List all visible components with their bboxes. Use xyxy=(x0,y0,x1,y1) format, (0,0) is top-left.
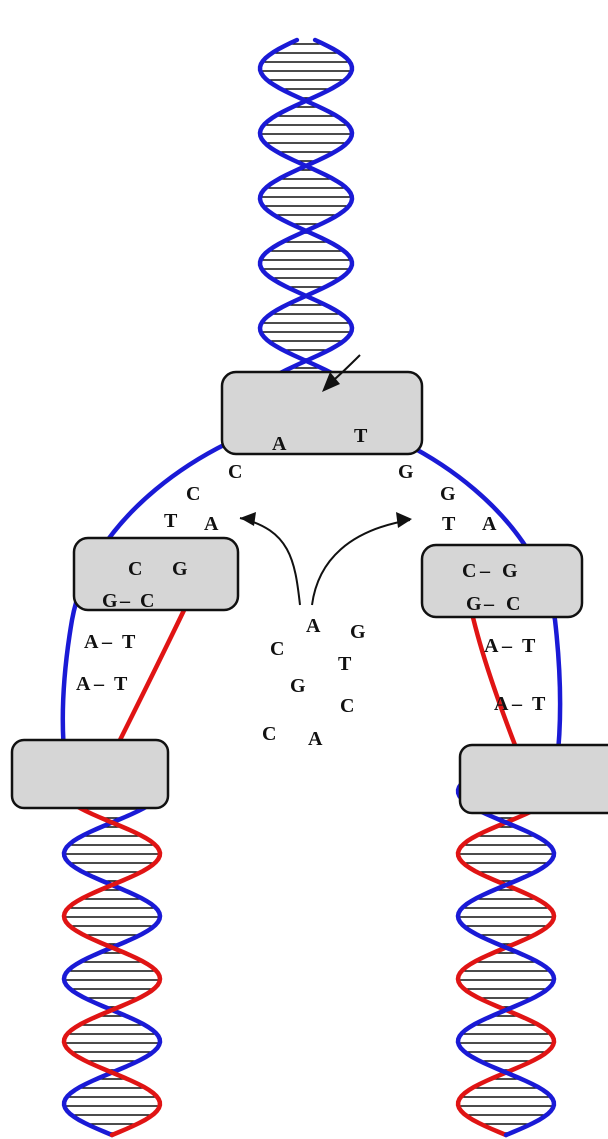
left-pair-4-a: A xyxy=(76,673,91,695)
arrowhead-left xyxy=(240,512,256,526)
free-nucleotide-8: A xyxy=(308,728,323,750)
right-pair-4: A – T xyxy=(494,693,546,715)
left-pair-2: G – C xyxy=(102,590,154,612)
polymerase-left-enzyme xyxy=(72,536,240,612)
fork-base-left-4: T xyxy=(164,510,178,532)
left-pair-3-a: A xyxy=(84,631,99,653)
right-pair-1-a: C xyxy=(462,560,476,582)
fork-base-right-1: T xyxy=(354,425,368,447)
left-pair-1: C G xyxy=(128,558,188,580)
right-pair-2-b: C xyxy=(506,593,520,615)
right-pair-1-dash: – xyxy=(479,560,491,582)
right-pair-2-a: G xyxy=(466,593,482,615)
fork-base-right-5: A xyxy=(482,513,497,535)
left-pair-4-b: T xyxy=(114,673,128,695)
fork-base-left-1: A xyxy=(272,433,287,455)
right-pair-2-dash: – xyxy=(483,593,495,615)
right-pair-2: G – C xyxy=(466,593,520,615)
polymerase-right-enzyme xyxy=(420,543,584,619)
free-nucleotide-2: G xyxy=(350,621,366,643)
left-pair-2-b: C xyxy=(140,590,154,612)
left-pair-2-dash: – xyxy=(119,590,131,612)
right-pair-3-a: A xyxy=(484,635,499,657)
right-pair-4-b: T xyxy=(532,693,546,715)
left-pair-3-b: T xyxy=(122,631,136,653)
free-nucleotide-4: T xyxy=(338,653,352,675)
left-pair-4-dash: – xyxy=(93,673,105,695)
fork-base-left-2: C xyxy=(228,461,242,483)
daughter-helix-left-strand-b xyxy=(61,757,163,1138)
fork-base-right-4: T xyxy=(442,513,456,535)
free-nucleotide-7: C xyxy=(262,723,276,745)
helicase-enzyme xyxy=(220,370,424,456)
free-nucleotide-1: A xyxy=(306,615,321,637)
arrowhead-right xyxy=(396,512,412,528)
fork-base-left-5: A xyxy=(204,513,219,535)
right-pair-1: C – G xyxy=(462,560,518,582)
helix-strands xyxy=(61,37,557,1138)
left-pair-2-a: G xyxy=(102,590,118,612)
right-pair-3-b: T xyxy=(522,635,536,657)
right-pair-4-dash: – xyxy=(511,693,523,715)
clamp-left-enzyme xyxy=(10,738,170,810)
free-nucleotide-6: C xyxy=(340,695,354,717)
left-pair-1-a: C xyxy=(128,558,142,580)
parent-helix-strand-b xyxy=(257,37,355,421)
arrowhead-helicase xyxy=(322,372,340,392)
left-pair-4: A – T xyxy=(76,673,128,695)
free-nucleotide-5: G xyxy=(290,675,306,697)
arrow-to-left-strand xyxy=(239,517,301,606)
clamp-right-enzyme xyxy=(458,743,608,815)
left-pair-1-b: G xyxy=(172,558,188,580)
daughter-helix-right-strand-b xyxy=(455,757,557,1138)
fork-base-right-2: G xyxy=(398,461,414,483)
free-nucleotide-3: C xyxy=(270,638,284,660)
right-pair-1-b: G xyxy=(502,560,518,582)
right-pair-4-a: A xyxy=(494,693,509,715)
arrow-to-right-strand xyxy=(311,519,411,606)
right-pair-3-dash: – xyxy=(501,635,513,657)
left-pair-3-dash: – xyxy=(101,631,113,653)
right-pair-3: A – T xyxy=(484,635,536,657)
left-pair-3: A – T xyxy=(84,631,136,653)
fork-base-right-3: G xyxy=(440,483,456,505)
fork-base-left-3: C xyxy=(186,483,200,505)
parent-helix-strand-a xyxy=(257,37,355,421)
